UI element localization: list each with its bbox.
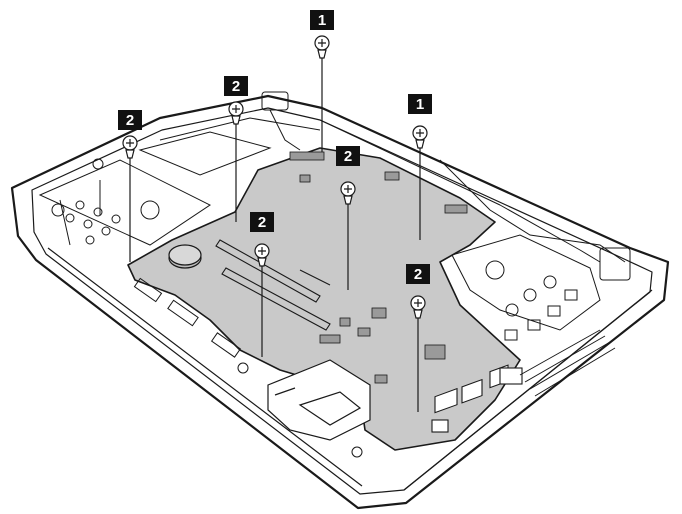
screw-icon [340, 181, 356, 205]
callout-label: 2 [344, 148, 352, 165]
vent-hole [111, 214, 121, 224]
left-tray [138, 131, 272, 176]
hinge-mount [261, 91, 289, 111]
audio-jack [431, 419, 449, 433]
callout-label: 1 [318, 12, 326, 29]
fan-grille [527, 319, 541, 331]
board-components [289, 151, 468, 384]
chassis-ridge [59, 117, 321, 246]
vent-ridges [519, 329, 616, 397]
screw-icon [412, 125, 428, 149]
fan-hub [485, 260, 505, 280]
callout-label: 2 [126, 112, 134, 129]
port-slot [167, 299, 199, 327]
callout-badge: 1 [310, 10, 334, 30]
fan-vent [523, 288, 537, 302]
step-callouts: 1 2 2 1 2 2 2 [118, 10, 432, 284]
chassis-front-wall [35, 247, 363, 509]
connector [289, 151, 325, 161]
port-slot [133, 277, 163, 303]
memory-slot [215, 239, 331, 331]
memory-slot-outline [221, 267, 331, 331]
antenna-cable [439, 159, 626, 263]
hinge-cable [269, 109, 301, 151]
vent-ridge [524, 335, 606, 383]
vent-ridge [534, 347, 616, 397]
fan-vent [543, 275, 557, 289]
hinge-mount [599, 247, 631, 281]
fan-icon [439, 159, 631, 341]
screw-icon [410, 295, 426, 319]
coin-cell-battery-icon [168, 244, 202, 269]
vent-hole [65, 213, 75, 223]
chip [299, 174, 311, 183]
connector [319, 334, 341, 344]
callout-badge: 2 [406, 264, 430, 284]
callout-badge: 2 [250, 212, 274, 232]
bottom-standoffs [85, 235, 363, 458]
vent-ridge [529, 341, 611, 390]
chassis-inner-rim [31, 107, 653, 495]
memory-slot-latch [299, 269, 331, 286]
left-compartment [38, 91, 301, 246]
usb-port [434, 387, 458, 414]
vent-ridge [519, 329, 601, 376]
chassis-side-wall [403, 289, 665, 504]
callout-label: 1 [416, 96, 424, 113]
chip [384, 171, 400, 181]
callout-label: 2 [258, 214, 266, 231]
chip [357, 327, 371, 337]
chassis-rear-wall [319, 119, 601, 263]
standoff [92, 158, 104, 170]
callout-badge: 2 [336, 146, 360, 166]
standoff [237, 362, 249, 374]
standoff [140, 200, 160, 220]
screw-icon [254, 243, 270, 267]
connector [374, 374, 388, 384]
callout-badge: 2 [224, 76, 248, 96]
screw-icon [228, 101, 244, 125]
screw-icon [122, 135, 138, 159]
screw-icon [314, 35, 330, 59]
left-bay-outline [38, 159, 211, 246]
system-board [127, 147, 523, 451]
callout-badge: 2 [118, 110, 142, 130]
standoff [51, 203, 65, 217]
fan-grille [504, 329, 518, 341]
standoff [351, 446, 363, 458]
chip [444, 204, 468, 214]
lan-port [499, 367, 523, 385]
fan-grille [547, 305, 561, 317]
vent-hole [75, 200, 85, 210]
usb-port [461, 378, 483, 404]
chip [424, 344, 446, 360]
vent-hole [83, 219, 93, 229]
chip [339, 317, 351, 327]
callout-label: 2 [232, 78, 240, 95]
memory-slot-outline [215, 239, 321, 303]
vent-hole [93, 207, 103, 217]
fan-vent [505, 303, 519, 317]
io-ports [431, 364, 523, 433]
callout-label: 2 [414, 266, 422, 283]
speaker-icon [267, 359, 371, 441]
vent-hole [101, 226, 111, 236]
port-slot [210, 332, 242, 358]
standoff [85, 235, 95, 245]
fan-housing [451, 234, 601, 331]
callout-badge: 1 [408, 94, 432, 114]
screws [122, 35, 428, 412]
chip [371, 307, 387, 319]
left-edge-ports [133, 277, 242, 358]
fan-grille [564, 289, 578, 301]
